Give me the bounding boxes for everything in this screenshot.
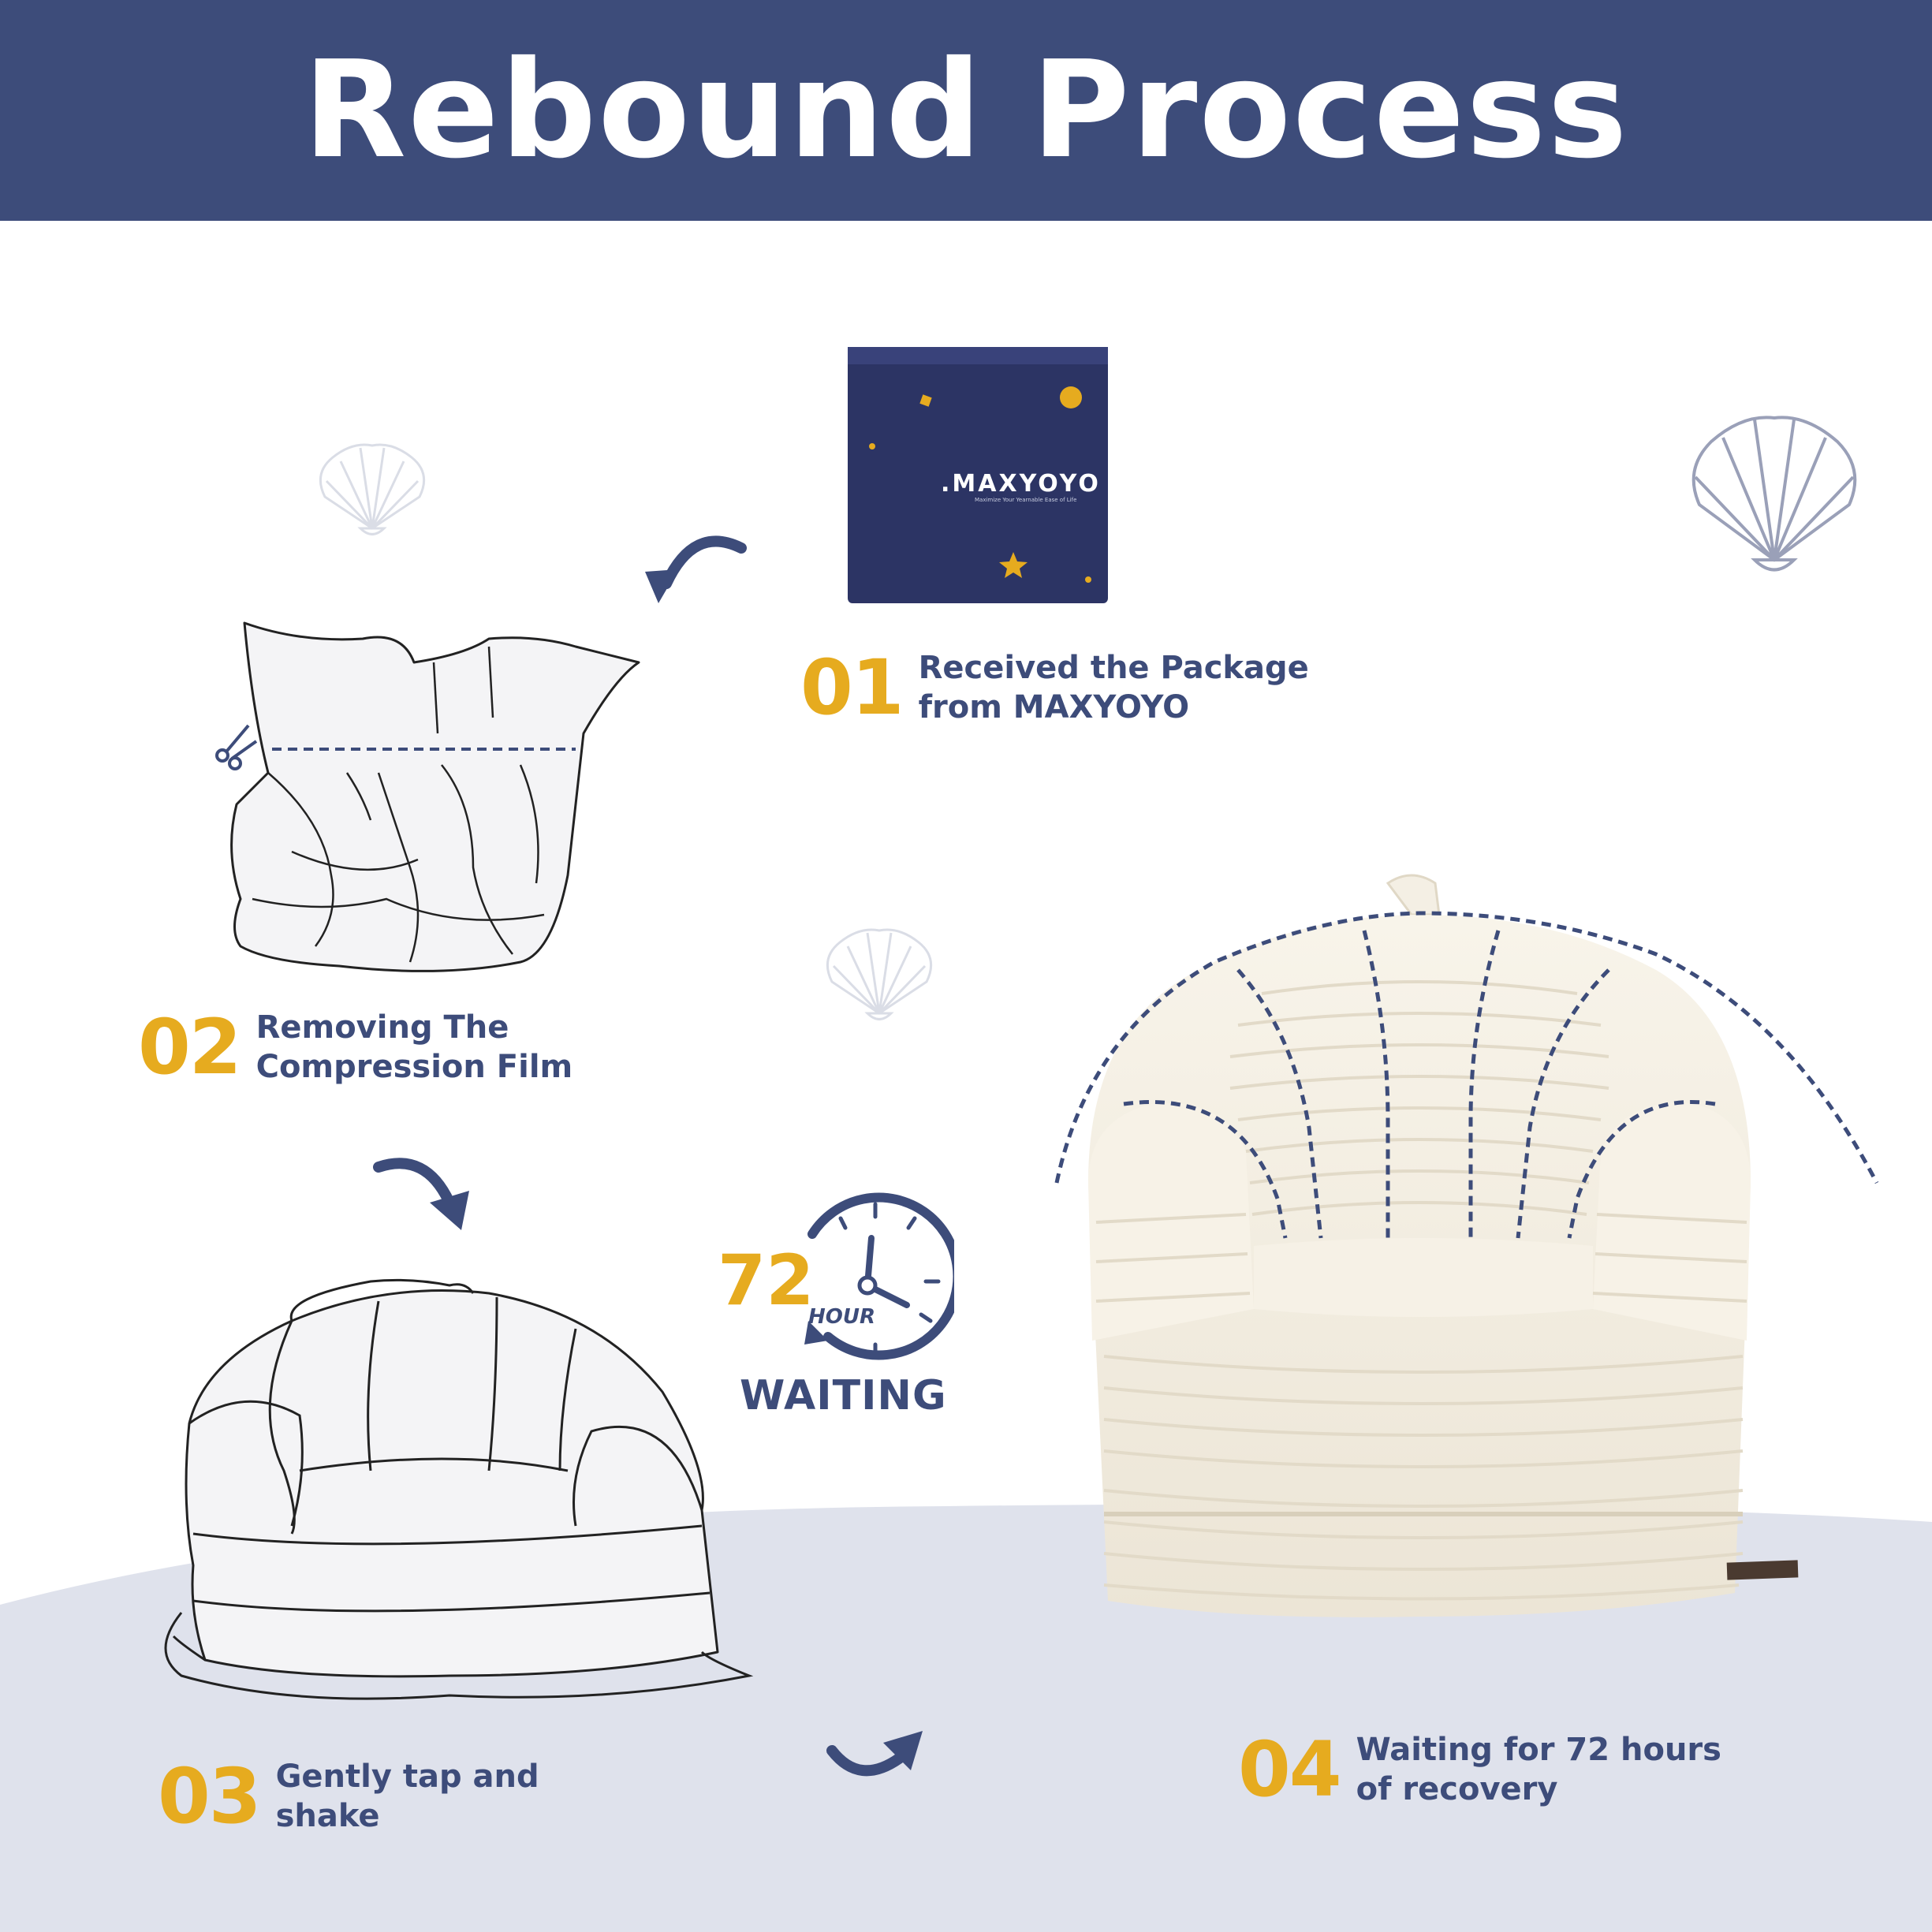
step-04: 04 Waiting for 72 hours of recovery: [1238, 1730, 1721, 1809]
package-box-image: [848, 347, 1108, 603]
step-text: Gently tap and shake: [276, 1757, 539, 1836]
step-text: Waiting for 72 hours of recovery: [1356, 1730, 1721, 1809]
step-text-line: Waiting for 72 hours: [1356, 1732, 1721, 1768]
timer-label: WAITING: [740, 1372, 947, 1419]
timer-badge: 72 HOUR WAITING: [710, 1187, 1025, 1439]
arrow-icon-1: [645, 535, 747, 603]
step-02: 02 Removing The Compression Film: [138, 1008, 573, 1087]
step-number: 02: [138, 1003, 242, 1091]
step-number: 01: [800, 643, 904, 732]
timer-unit: HOUR: [808, 1305, 875, 1329]
shell-icon-left: [319, 443, 426, 535]
timer-hours: 72: [718, 1240, 815, 1321]
clock-icon: [804, 1192, 954, 1360]
step-03: 03 Gently tap and shake: [158, 1757, 539, 1836]
step-text-line: of recovery: [1356, 1771, 1558, 1807]
step-number: 04: [1238, 1725, 1342, 1814]
step-01: 01 Received the Package from MAXYOYO: [800, 648, 1309, 727]
package-brand-text: .MAXYOYO: [941, 470, 1101, 498]
finished-chair-image: [1054, 874, 1879, 1617]
step-number: 03: [158, 1752, 262, 1841]
shell-icon-right: [1691, 416, 1857, 572]
header-banner: Rebound Process: [0, 0, 1932, 221]
step-text-line: from MAXYOYO: [918, 689, 1190, 725]
arrow-icon-4: [826, 1731, 923, 1777]
step-text-line: Compression Film: [255, 1049, 573, 1085]
step-text-line: Gently tap and: [275, 1759, 539, 1795]
step-text-line: Received the Package: [918, 650, 1309, 686]
step-text-line: Removing The: [255, 1009, 509, 1046]
unpacked-chair-image: [164, 1278, 754, 1700]
arrow-icon-2: [373, 1158, 469, 1230]
package-tagline: Maximize Your Yearnable Ease of Life: [975, 497, 1077, 503]
compression-film-image: [215, 621, 640, 972]
shell-icon-center: [826, 928, 933, 1020]
step-text: Received the Package from MAXYOYO: [919, 648, 1309, 727]
step-text: Removing The Compression Film: [256, 1008, 573, 1087]
page-title: Rebound Process: [303, 32, 1629, 188]
step-text-line: shake: [275, 1798, 380, 1834]
